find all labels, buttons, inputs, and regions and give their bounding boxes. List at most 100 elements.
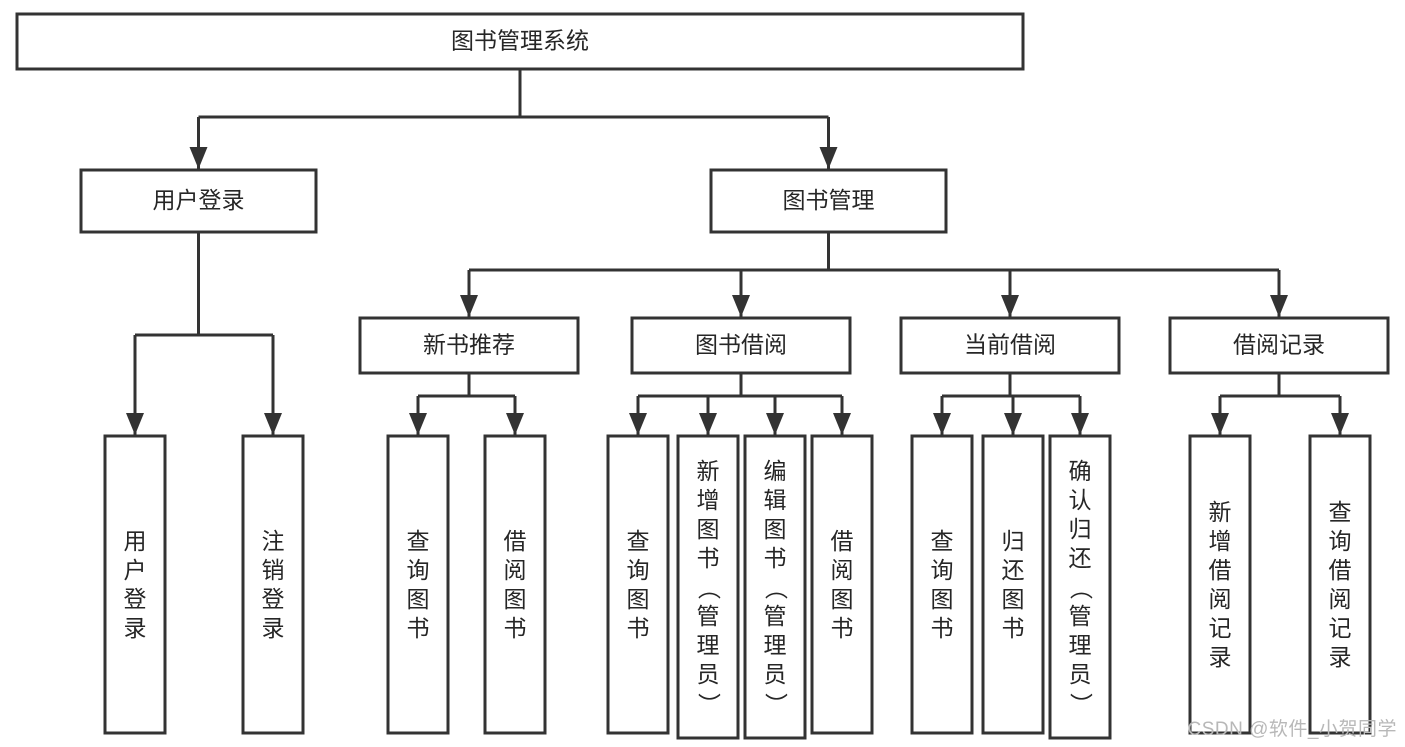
node-label-char: 户 <box>124 557 147 583</box>
node-label-char: 书 <box>831 615 854 641</box>
node-book-borrow[interactable]: 图书借阅 <box>630 316 852 375</box>
node-label-char: 书 <box>504 615 527 641</box>
node-label: 图书借阅 <box>695 332 787 358</box>
node-borrow-record[interactable]: 借阅记录 <box>1168 316 1390 375</box>
node-label-char: 图 <box>764 516 787 542</box>
node-label-char: 理 <box>1069 632 1092 658</box>
arrow-head-icon <box>1211 413 1229 435</box>
node-label-char: 图 <box>504 586 527 612</box>
node-label-char: 记 <box>1209 615 1232 641</box>
node-box <box>15 12 1025 71</box>
edges-layer <box>126 69 1349 435</box>
arrow-head-icon <box>629 413 647 435</box>
node-box <box>358 316 580 375</box>
arrow-head-icon <box>1331 413 1349 435</box>
node-label-char: （ <box>696 577 722 600</box>
node-label-char: 还 <box>1069 545 1092 571</box>
node-label-char: 查 <box>1329 499 1352 525</box>
node-label-char: 查 <box>407 528 430 554</box>
node-user-login[interactable]: 用户登录 <box>79 168 318 234</box>
node-box <box>483 434 547 735</box>
node-label-char: 询 <box>407 557 430 583</box>
arrow-head-icon <box>409 413 427 435</box>
node-box <box>79 168 318 234</box>
node-box <box>1308 434 1372 735</box>
arrow-head-icon <box>1004 413 1022 435</box>
node-box <box>1188 434 1252 735</box>
node-new-book-rec[interactable]: 新书推荐 <box>358 316 580 375</box>
node-box <box>1048 434 1112 740</box>
node-label-char: 登 <box>262 586 285 612</box>
node-label-char: 阅 <box>1329 586 1352 612</box>
node-box <box>241 434 305 735</box>
node-label-char: ） <box>763 693 789 716</box>
node-label-char: 员 <box>1069 661 1092 687</box>
node-label-char: 图 <box>697 516 720 542</box>
arrow-head-icon <box>933 413 951 435</box>
arrow-head-icon <box>189 147 208 169</box>
node-label-char: 录 <box>1329 644 1352 670</box>
node-label-char: 询 <box>931 557 954 583</box>
node-label-char: 图 <box>831 586 854 612</box>
node-box <box>1168 316 1390 375</box>
node-leaf-user-login[interactable]: 用户登录 <box>103 434 167 735</box>
arrow-head-icon <box>699 413 717 435</box>
node-label-char: 新 <box>697 458 720 484</box>
node-label-char: 书 <box>764 545 787 571</box>
node-label-char: 归 <box>1069 516 1092 542</box>
node-label-char: 阅 <box>504 557 527 583</box>
node-label-char: 图 <box>1002 586 1025 612</box>
arrow-head-icon <box>264 413 282 435</box>
node-current-borrow[interactable]: 当前借阅 <box>899 316 1121 375</box>
node-box <box>709 168 948 234</box>
node-label-char: 理 <box>697 632 720 658</box>
node-label-char: 注 <box>262 528 285 554</box>
node-label-char: 借 <box>1209 557 1232 583</box>
node-label-char: 管 <box>764 603 787 629</box>
node-label-char: 阅 <box>831 557 854 583</box>
node-label-char: 借 <box>1329 557 1352 583</box>
node-box <box>899 316 1121 375</box>
node-label-char: 编 <box>764 458 787 484</box>
node-label: 图书管理系统 <box>451 28 589 54</box>
node-label: 新书推荐 <box>423 332 515 358</box>
node-label: 借阅记录 <box>1233 332 1325 358</box>
node-box <box>386 434 450 735</box>
arrow-head-icon <box>819 147 838 169</box>
node-label-char: 理 <box>764 632 787 658</box>
node-label-char: 书 <box>1002 615 1025 641</box>
node-label-char: 录 <box>262 615 285 641</box>
arrow-head-icon <box>1001 295 1019 317</box>
nodes-layer: 图书管理系统用户登录图书管理新书推荐图书借阅当前借阅借阅记录用户登录注销登录查询… <box>15 12 1390 740</box>
node-label-char: 查 <box>627 528 650 554</box>
node-label-char: 询 <box>627 557 650 583</box>
node-label-char: 管 <box>1069 603 1092 629</box>
node-label-char: 书 <box>931 615 954 641</box>
node-label-char: （ <box>1068 577 1094 600</box>
node-root[interactable]: 图书管理系统 <box>15 12 1025 71</box>
node-box <box>981 434 1045 735</box>
node-book-manage[interactable]: 图书管理 <box>709 168 948 234</box>
arrow-head-icon <box>1270 295 1288 317</box>
node-label-char: 增 <box>697 487 720 513</box>
node-label-char: 录 <box>124 615 147 641</box>
node-box <box>910 434 974 735</box>
node-label-char: 图 <box>931 586 954 612</box>
arrow-head-icon <box>1071 413 1089 435</box>
node-label-char: 书 <box>407 615 430 641</box>
node-box <box>676 434 740 740</box>
node-label-char: 确 <box>1069 458 1092 484</box>
